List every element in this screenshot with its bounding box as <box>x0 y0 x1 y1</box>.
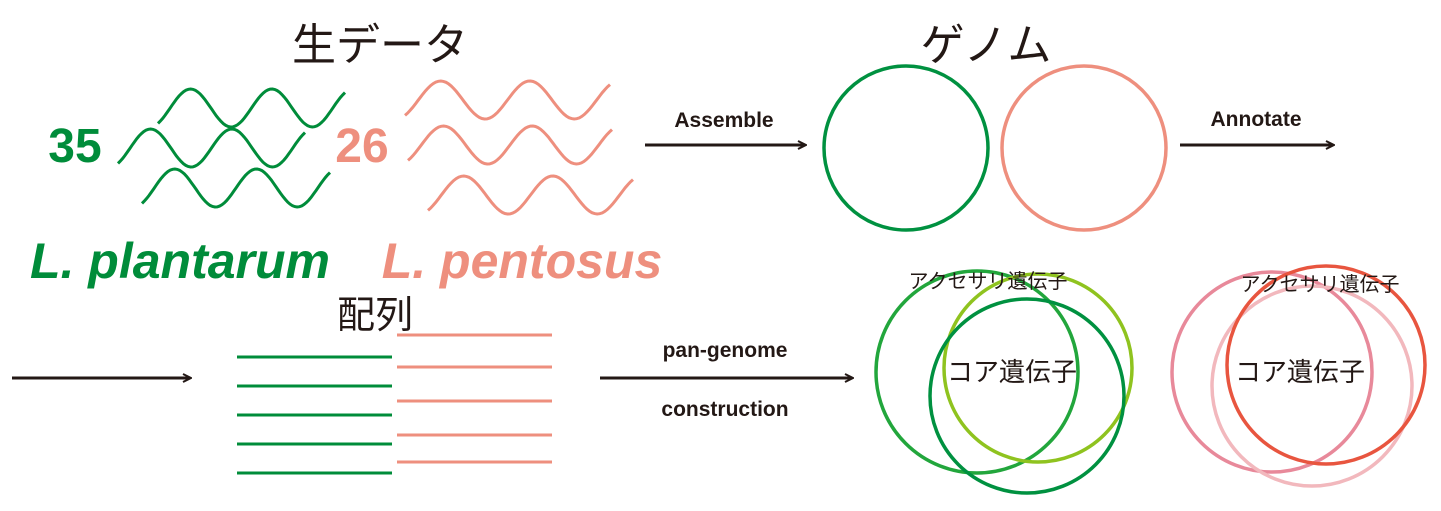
pentosus-count: 26 <box>335 120 388 173</box>
venn-green-circle-1 <box>874 269 1080 475</box>
sequence-lines <box>237 333 552 475</box>
genome-title: ゲノム <box>921 20 1052 71</box>
pentosus-genome-circle <box>1000 64 1168 232</box>
read-waves <box>116 79 634 216</box>
read-wave-5 <box>407 124 614 166</box>
read-wave-4 <box>404 79 611 121</box>
sequence-title: 配列 <box>337 293 413 337</box>
annotate-label: Annotate <box>1211 108 1302 131</box>
venn-green-circle-3 <box>928 297 1126 495</box>
read-wave-3 <box>140 167 332 209</box>
raw-data-title: 生データ <box>292 20 468 71</box>
assemble-label: Assemble <box>674 109 773 132</box>
read-wave-2 <box>116 127 307 169</box>
read-wave-1 <box>156 87 347 129</box>
venn-pink-circle-1 <box>1170 270 1374 474</box>
green-core-genes-label: コア遺伝子 <box>947 358 1077 388</box>
green-accessory-genes-label: アクセサリ遺伝子 <box>909 269 1068 293</box>
venn-green-circle-2 <box>942 272 1134 464</box>
construction-label: construction <box>661 398 788 421</box>
venn-pink-circle-3 <box>1225 264 1427 466</box>
pink-accessory-genes-label: アクセサリ遺伝子 <box>1241 272 1400 296</box>
species-plantarum: L. plantarum <box>30 233 330 289</box>
read-wave-6 <box>427 174 634 216</box>
species-pentosus: L. pentosus <box>382 233 663 289</box>
plantarum-count: 35 <box>48 120 101 173</box>
pan-genome-label: pan-genome <box>663 339 788 362</box>
plantarum-genome-circle <box>822 64 990 232</box>
venn-pink-circle-2 <box>1210 284 1414 488</box>
pink-core-genes-label: コア遺伝子 <box>1235 358 1365 388</box>
